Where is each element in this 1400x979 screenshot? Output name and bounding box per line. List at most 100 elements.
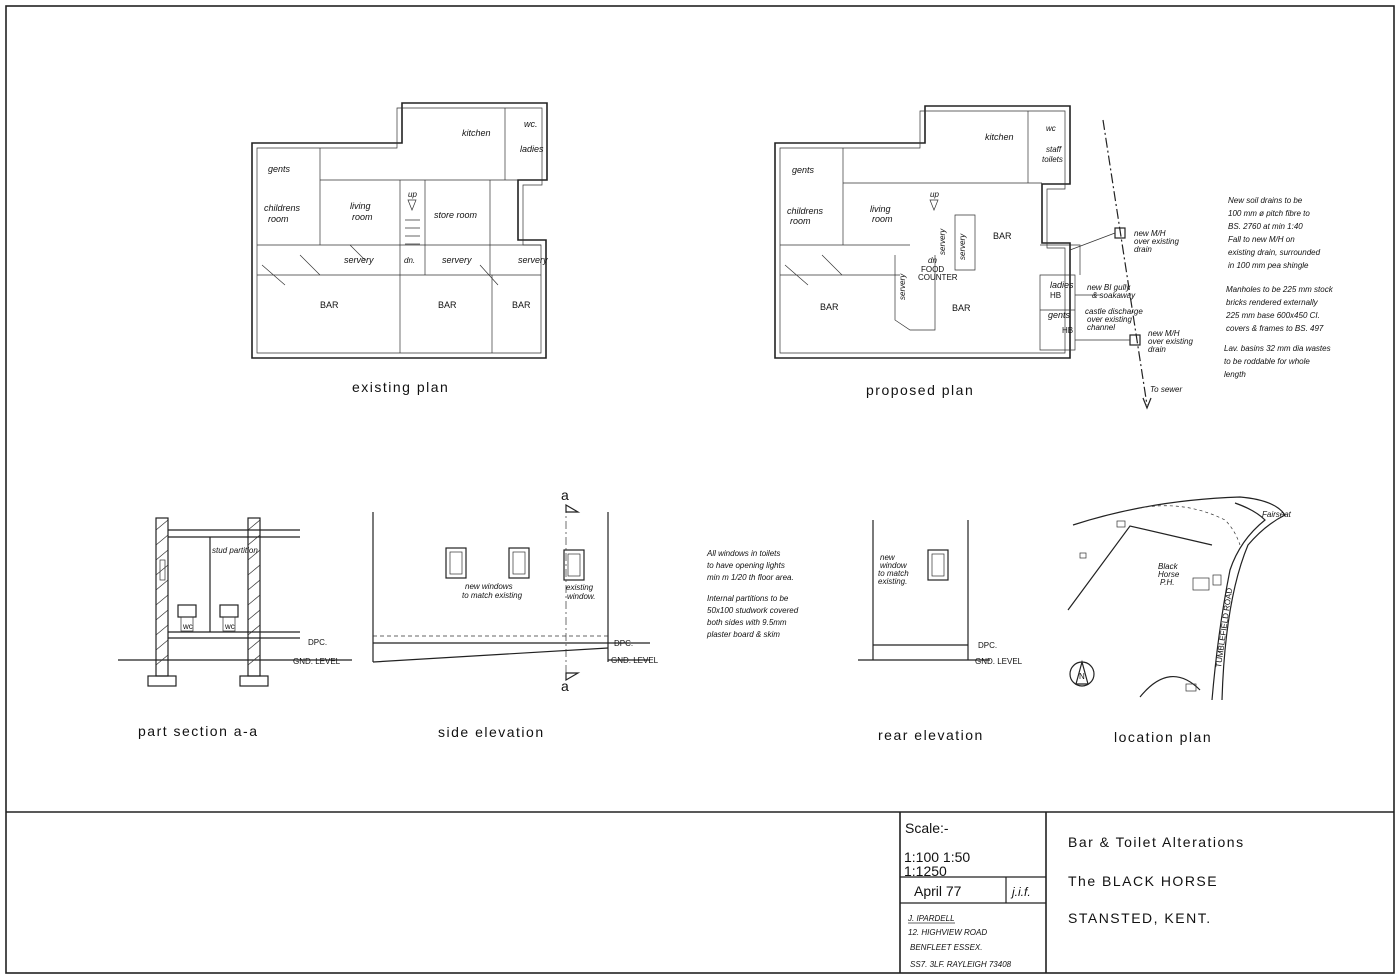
existing-childrens-label: childrens bbox=[264, 203, 301, 213]
title-date: April 77 bbox=[914, 883, 962, 899]
existing-servery-1-label: servery bbox=[344, 255, 374, 265]
window-note-line-3: min m 1/20 th floor area. bbox=[707, 573, 794, 582]
location-building-line2: Horse bbox=[1158, 570, 1180, 579]
spec-note-line-2: 100 mm ø pitch fibre to bbox=[1228, 209, 1310, 218]
drain-castle-line1: castle discharge bbox=[1085, 307, 1143, 316]
proposed-plan: kitchen wc staff toilets gents childrens… bbox=[774, 105, 1193, 410]
section-wc-1-label: wc bbox=[182, 622, 193, 631]
spec-note-line-8: Manholes to be 225 mm stock bbox=[1226, 285, 1334, 294]
spec-note-line-15: length bbox=[1224, 370, 1246, 379]
section-wc-2-label: wc bbox=[224, 622, 235, 631]
section-stud-partition-label: stud partition bbox=[212, 546, 258, 555]
drain-mh2-line1: new M/H bbox=[1148, 329, 1180, 338]
side-dpc-label: DPC. bbox=[614, 639, 633, 648]
existing-up-label: up bbox=[408, 190, 417, 199]
proposed-kitchen-label: kitchen bbox=[985, 132, 1014, 142]
drain-mh1-line3: drain bbox=[1134, 245, 1152, 254]
existing-plan: kitchen wc. ladies gents childrens room … bbox=[251, 102, 548, 395]
existing-store-room-label: store room bbox=[434, 210, 478, 220]
spec-note-line-10: 225 mm base 600x450 CI. bbox=[1225, 311, 1320, 320]
proposed-counter-label: COUNTER bbox=[918, 273, 958, 282]
side-elevation: a a new windows to match existing existi… bbox=[372, 487, 659, 740]
proposed-living-room-label: room bbox=[872, 214, 893, 224]
existing-living-room-label: room bbox=[352, 212, 373, 222]
window-note-line-7: both sides with 9.5mm bbox=[707, 618, 787, 627]
title-scale-values-1: 1:100 1:50 bbox=[904, 849, 970, 865]
proposed-toilets-label: toilets bbox=[1042, 155, 1063, 164]
drain-gully-line2: & soakaway bbox=[1092, 291, 1136, 300]
title-location: STANSTED, KENT. bbox=[1068, 910, 1212, 926]
side-gnd-label: GND. LEVEL bbox=[611, 656, 659, 665]
window-note-line-1: All windows in toilets bbox=[706, 549, 780, 558]
rear-elevation: new window to match existing. DPC. GND. … bbox=[858, 520, 1023, 743]
spec-note-line-3: BS. 2760 at min 1:40 bbox=[1228, 222, 1303, 231]
proposed-childrens-room-label: room bbox=[790, 216, 811, 226]
location-building-line1: Black bbox=[1158, 562, 1179, 571]
side-new-windows-line2: to match existing bbox=[462, 591, 523, 600]
proposed-hb-2-label: HB bbox=[1062, 326, 1073, 335]
existing-servery-2-label: servery bbox=[442, 255, 472, 265]
proposed-gents-2-label: gents bbox=[1048, 310, 1071, 320]
proposed-food-label: FOOD bbox=[921, 265, 944, 274]
sheet-border bbox=[5, 5, 1395, 974]
existing-dn-label: dn. bbox=[404, 256, 415, 265]
spec-note-line-13: Lav. basins 32 mm dia wastes bbox=[1224, 344, 1331, 353]
existing-kitchen-label: kitchen bbox=[462, 128, 491, 138]
title-address-line4: SS7. 3LF. RAYLEIGH 73408 bbox=[910, 960, 1012, 969]
rear-new-window-line4: existing. bbox=[878, 577, 907, 586]
rear-new-window-line2: window bbox=[880, 561, 908, 570]
existing-plan-title: existing plan bbox=[352, 379, 449, 395]
drain-mh2-line3: drain bbox=[1148, 345, 1166, 354]
location-road-label: TUMBLEFIELD ROAD bbox=[1214, 587, 1234, 668]
title-address-line1: J. IPARDELL bbox=[907, 914, 955, 923]
location-north-label: N bbox=[1079, 672, 1085, 681]
existing-bar-2-label: BAR bbox=[438, 300, 457, 310]
spec-note-line-14: to be roddable for whole bbox=[1224, 357, 1310, 366]
section-dpc-label: DPC. bbox=[308, 638, 327, 647]
window-partition-notes: All windows in toilets to have opening l… bbox=[706, 549, 799, 639]
spec-note-line-6: in 100 mm pea shingle bbox=[1228, 261, 1309, 270]
title-scale-label: Scale:- bbox=[905, 820, 949, 836]
title-scale-values-2: 1:1250 bbox=[904, 863, 947, 879]
proposed-up-label: up bbox=[930, 190, 939, 199]
proposed-childrens-label: childrens bbox=[787, 206, 824, 216]
location-plan: N Black Horse P.H. TUMBLEFIELD ROAD Fair… bbox=[1067, 496, 1292, 745]
side-existing-window-line1: existing bbox=[566, 583, 594, 592]
location-fairseat-label: Fairseat bbox=[1262, 510, 1292, 519]
drain-castle-line2: over existing bbox=[1087, 315, 1132, 324]
title-initials: j.i.f. bbox=[1010, 885, 1031, 899]
proposed-bar-3-label: BAR bbox=[952, 303, 971, 313]
window-note-line-8: plaster board & skim bbox=[706, 630, 780, 639]
proposed-servery-a-label: servery bbox=[898, 273, 907, 300]
proposed-servery-b-label: servery bbox=[958, 233, 967, 260]
drain-mh1-line1: new M/H bbox=[1134, 229, 1166, 238]
spec-note-line-4: Fall to new M/H on bbox=[1228, 235, 1295, 244]
drain-castle-line3: channel bbox=[1087, 323, 1115, 332]
proposed-bar-1-label: BAR bbox=[993, 231, 1012, 241]
spec-note-line-9: bricks rendered externally bbox=[1226, 298, 1319, 307]
location-plan-title: location plan bbox=[1114, 729, 1212, 745]
side-new-windows-line1: new windows bbox=[465, 582, 513, 591]
proposed-bar-2-label: BAR bbox=[820, 302, 839, 312]
existing-bar-1-label: BAR bbox=[320, 300, 339, 310]
title-address-line3: BENFLEET ESSEX. bbox=[910, 943, 982, 952]
drain-mh2-line2: over existing bbox=[1148, 337, 1193, 346]
title-address-line2: 12. HIGHVIEW ROAD bbox=[908, 928, 987, 937]
window-note-line-6: 50x100 studwork covered bbox=[707, 606, 799, 615]
existing-bar-3-label: BAR bbox=[512, 300, 531, 310]
existing-ladies-label: ladies bbox=[520, 144, 544, 154]
existing-gents-label: gents bbox=[268, 164, 291, 174]
drain-mh1-line2: over existing bbox=[1134, 237, 1179, 246]
rear-dpc-label: DPC. bbox=[978, 641, 997, 650]
rear-new-window-line3: to match bbox=[878, 569, 909, 578]
window-note-line-5: Internal partitions to be bbox=[707, 594, 789, 603]
part-section-title: part section a-a bbox=[138, 723, 259, 739]
part-section-a-a: stud partition wc wc DPC. GND. LEVEL par… bbox=[118, 517, 352, 739]
side-elevation-title: side elevation bbox=[438, 724, 545, 740]
spec-note-line-11: covers & frames to BS. 497 bbox=[1226, 324, 1324, 333]
rear-gnd-label: GND. LEVEL bbox=[975, 657, 1023, 666]
drain-sewer-label: To sewer bbox=[1150, 385, 1183, 394]
proposed-servery-c-label: servery bbox=[938, 228, 947, 255]
proposed-living-label: living bbox=[870, 204, 891, 214]
proposed-staff-label: staff bbox=[1046, 145, 1062, 154]
